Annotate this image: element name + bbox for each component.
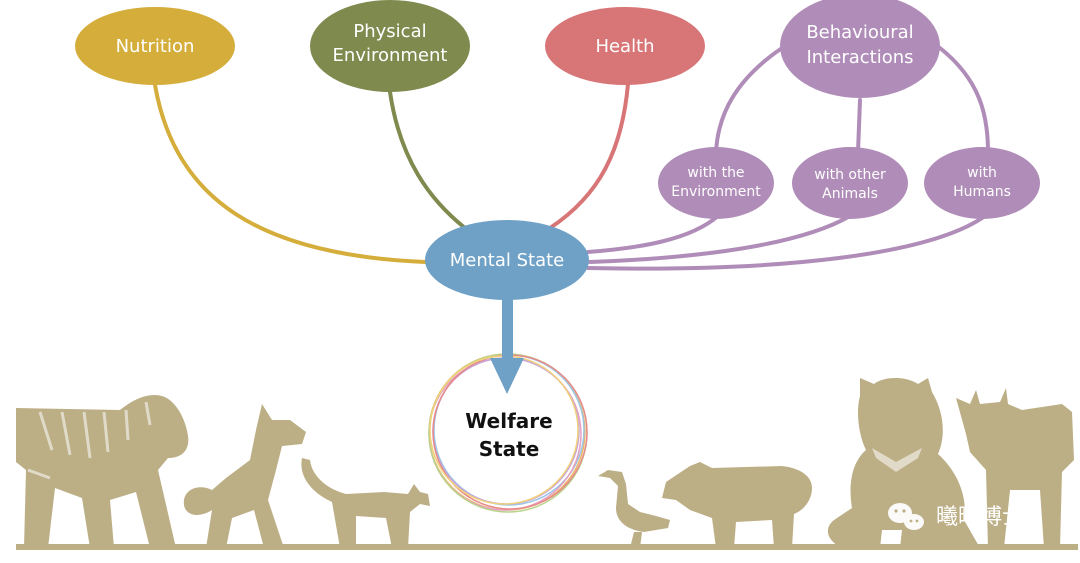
connector-behaviour-left	[714, 46, 784, 154]
node-nutrition: Nutrition	[75, 7, 235, 85]
behavioural-interactions-label-1: Behavioural	[806, 22, 913, 43]
node-with-animals: with other Animals	[792, 147, 908, 219]
with-environment-label-1: with the	[687, 165, 744, 181]
connector-with-humans	[586, 214, 987, 271]
node-behavioural-interactions: Behavioural Interactions	[780, 0, 940, 98]
dog-silhouette	[183, 404, 306, 548]
with-animals-label-1: with other	[814, 167, 886, 183]
node-welfare-state: Welfare State	[465, 409, 552, 461]
node-health: Health	[545, 7, 705, 85]
with-humans-label-2: Humans	[953, 184, 1011, 200]
node-with-environment: with the Environment	[658, 147, 774, 219]
pig-silhouette	[662, 462, 812, 548]
mental-state-label: Mental State	[450, 250, 564, 271]
behavioural-interactions-label-2: Interactions	[806, 47, 913, 68]
physical-environment-label-1: Physical	[353, 21, 426, 42]
connector-behaviour-right	[938, 46, 990, 154]
connectors	[153, 46, 990, 271]
health-label: Health	[595, 36, 654, 57]
with-environment-label-2: Environment	[671, 184, 761, 200]
cow-silhouette	[956, 388, 1074, 548]
cat-silhouette	[301, 458, 430, 548]
ground-strip	[16, 544, 1078, 550]
watermark: 曦曦博士	[888, 503, 1024, 530]
connector-physical-environment	[388, 90, 467, 230]
physical-environment-label-2: Environment	[333, 45, 448, 66]
node-physical-environment: Physical Environment	[310, 0, 470, 92]
welfare-state-label-2: State	[479, 437, 540, 461]
goose-silhouette	[598, 470, 670, 548]
connector-behaviour-center	[856, 98, 862, 154]
tiger-silhouette	[16, 394, 189, 548]
connector-with-environment	[586, 214, 720, 254]
node-mental-state: Mental State	[425, 220, 589, 300]
arrow-to-welfare	[490, 298, 524, 394]
wechat-icon	[888, 503, 924, 530]
connector-health	[548, 82, 630, 230]
with-animals-label-2: Animals	[822, 186, 878, 202]
node-with-humans: with Humans	[924, 147, 1040, 219]
watermark-text: 曦曦博士	[936, 505, 1024, 530]
with-humans-label-1: with	[967, 165, 997, 181]
connector-with-animals	[588, 214, 852, 264]
nutrition-label: Nutrition	[116, 36, 195, 57]
animal-silhouettes	[16, 378, 1078, 550]
connector-nutrition	[153, 83, 427, 264]
welfare-state-label-1: Welfare	[465, 409, 552, 433]
